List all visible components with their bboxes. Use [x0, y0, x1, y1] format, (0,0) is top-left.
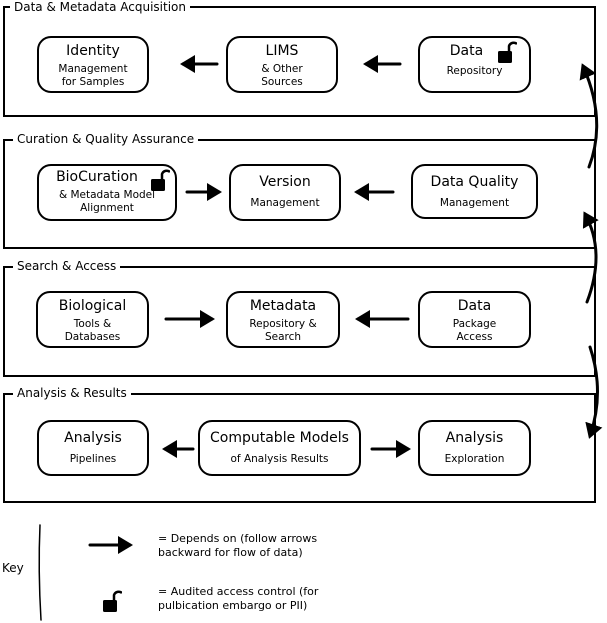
node-title: Identity	[66, 43, 120, 59]
node-metadata-repository[interactable]: Metadata Repository &Search	[226, 291, 340, 348]
section-title-search: Search & Access	[13, 259, 121, 273]
lock-open-icon	[151, 169, 170, 191]
lock-open-icon	[498, 41, 517, 63]
lock-open-icon	[103, 590, 122, 612]
section-title-curation: Curation & Quality Assurance	[13, 132, 199, 146]
node-title: Data	[457, 298, 492, 314]
node-subtitle: Management	[439, 197, 510, 209]
node-subtitle: of Analysis Results	[230, 453, 329, 465]
key-divider	[38, 524, 42, 621]
node-analysis-pipelines[interactable]: Analysis Pipelines	[37, 420, 149, 476]
node-title: Analysis	[64, 430, 122, 446]
node-title: Data Quality	[430, 174, 519, 190]
node-analysis-exploration[interactable]: Analysis Exploration	[418, 420, 531, 476]
node-data-repository[interactable]: Data Repository	[418, 36, 531, 93]
section-analysis	[3, 393, 596, 503]
section-title-acquisition: Data & Metadata Acquisition	[10, 0, 191, 14]
node-title: LIMS	[265, 43, 299, 59]
node-subtitle: Repository	[446, 65, 503, 77]
section-acquisition	[3, 6, 596, 117]
node-subtitle: Pipelines	[69, 453, 117, 465]
node-title: Metadata	[249, 298, 317, 314]
node-version-management[interactable]: Version Management	[229, 164, 341, 221]
node-title: Data	[449, 43, 484, 59]
section-title-analysis: Analysis & Results	[13, 386, 131, 400]
node-title: Analysis	[445, 430, 504, 446]
node-title: Computable Models	[210, 430, 349, 446]
key-label: Key	[2, 561, 24, 575]
node-data-quality[interactable]: Data Quality Management	[411, 164, 538, 219]
node-subtitle: Repository &Search	[249, 318, 317, 343]
node-biological-tools[interactable]: Biological Tools &Databases	[36, 291, 149, 348]
section-curation	[3, 139, 596, 249]
node-subtitle: Tools &Databases	[64, 318, 121, 343]
node-title: BioCuration	[56, 169, 138, 185]
node-computable-models[interactable]: Computable Models of Analysis Results	[198, 420, 361, 476]
node-title: Biological	[58, 298, 127, 314]
section-search	[3, 266, 596, 377]
arrow-icon	[579, 63, 599, 169]
node-subtitle: Exploration	[444, 453, 505, 465]
node-subtitle: Management	[250, 197, 320, 209]
arrow-icon	[582, 211, 599, 304]
node-title: Version	[259, 174, 311, 190]
arrow-icon	[585, 345, 603, 439]
